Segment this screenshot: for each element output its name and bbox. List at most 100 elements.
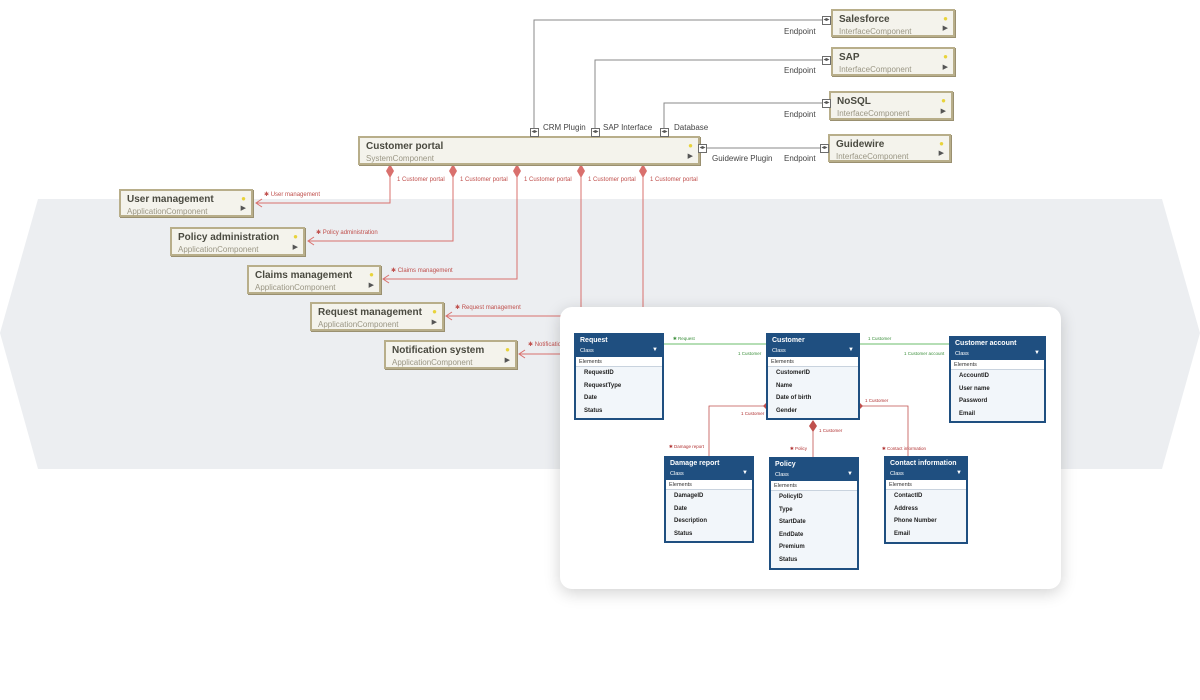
expand-arrow-icon[interactable]: ▶ — [431, 319, 437, 326]
dropdown-icon[interactable]: ▼ — [742, 470, 748, 476]
endpoint-port-icon[interactable]: ◂▸ — [820, 144, 829, 153]
class-request[interactable]: Request Class ▼ Elements RequestID Reque… — [574, 333, 664, 420]
attribute: Gender — [776, 407, 798, 414]
attribute: Date — [584, 395, 598, 401]
interface-nosql[interactable]: NoSQL InterfaceComponent ● ▶ — [829, 91, 953, 120]
attribute: Name — [776, 382, 793, 389]
expand-arrow-icon[interactable]: ▶ — [938, 150, 944, 157]
role-text: Notification — [534, 342, 565, 348]
attribute: Phone Number — [894, 518, 937, 524]
expand-arrow-icon[interactable]: ▶ — [504, 357, 510, 364]
expand-arrow-icon[interactable]: ▶ — [687, 153, 693, 160]
expand-arrow-icon[interactable]: ▶ — [942, 64, 948, 71]
database-port-icon[interactable]: ◂▸ — [660, 128, 669, 137]
component-title: Policy administration — [178, 232, 280, 243]
endpoint-port-icon[interactable]: ◂▸ — [822, 16, 831, 25]
dropdown-icon[interactable]: ▼ — [848, 347, 854, 353]
attribute: Password — [959, 398, 988, 404]
class-name: Request — [580, 337, 608, 344]
role-label: ✱ Notification — [528, 342, 565, 348]
role-text: User management — [270, 192, 321, 198]
app-policy-administration[interactable]: Policy administration ApplicationCompone… — [170, 227, 305, 256]
class-header[interactable]: Policy Class ▼ — [771, 459, 857, 481]
dropdown-icon[interactable]: ▼ — [847, 471, 853, 477]
interface-salesforce[interactable]: Salesforce InterfaceComponent ● ▶ — [831, 9, 955, 37]
app-user-management[interactable]: User management ApplicationComponent ● ▶ — [119, 189, 253, 217]
class-damage-report[interactable]: Damage report Class ▼ Elements DamageID … — [664, 456, 754, 543]
component-type: ApplicationComponent — [392, 358, 473, 367]
interface-sap[interactable]: SAP InterfaceComponent ● ▶ — [831, 47, 955, 76]
class-policy[interactable]: Policy Class ▼ Elements PolicyID Type St… — [769, 457, 859, 570]
role-label: 1 Customer portal — [650, 177, 698, 183]
component-type: SystemComponent — [366, 154, 435, 163]
class-stereotype: Class — [670, 471, 684, 477]
attribute: RequestID — [584, 370, 614, 376]
attribute: Status — [779, 556, 798, 563]
sun-icon: ● — [293, 232, 298, 241]
component-type: InterfaceComponent — [836, 152, 909, 161]
component-type: ApplicationComponent — [318, 320, 399, 329]
dropdown-icon[interactable]: ▼ — [652, 347, 658, 353]
interface-connectors — [533, 19, 823, 149]
endpoint-port-icon[interactable]: ◂▸ — [822, 99, 831, 108]
assoc-label: ✱ Policy — [790, 446, 808, 451]
dropdown-icon[interactable]: ▼ — [956, 470, 962, 476]
attribute: Premium — [779, 544, 805, 550]
expand-arrow-icon[interactable]: ▶ — [942, 25, 948, 32]
attribute: Email — [894, 530, 911, 537]
dropdown-icon[interactable]: ▼ — [1034, 350, 1040, 356]
assoc-label: 1 Customer — [865, 398, 889, 403]
class-stereotype: Class — [890, 471, 904, 477]
role-label: 1 Customer portal — [588, 177, 636, 183]
class-header[interactable]: Contact information Class ▼ — [886, 458, 966, 480]
role-label: ✱ Request management — [455, 305, 521, 311]
guidewire-plugin-port-icon[interactable]: ◂▸ — [698, 144, 707, 153]
component-type: InterfaceComponent — [839, 65, 912, 74]
class-header[interactable]: Damage report Class ▼ — [666, 458, 752, 480]
app-claims-management[interactable]: Claims management ApplicationComponent ●… — [247, 265, 381, 294]
assoc-label: 1 Customer — [741, 411, 765, 416]
expand-arrow-icon[interactable]: ▶ — [368, 282, 374, 289]
class-header[interactable]: Request Class ▼ — [576, 335, 662, 357]
sun-icon: ● — [369, 270, 374, 279]
class-header[interactable]: Customer account Class ▼ — [951, 338, 1044, 360]
endpoint-label: Endpoint — [784, 110, 816, 119]
arrow-heads — [255, 198, 526, 359]
assoc-label: ✱ Contact information — [882, 446, 927, 451]
crm-plugin-port-icon[interactable]: ◂▸ — [530, 128, 539, 137]
app-notification-system[interactable]: Notification system ApplicationComponent… — [384, 340, 517, 369]
attribute: CustomerID — [776, 370, 811, 376]
role-label: ✱ Policy administration — [316, 230, 378, 236]
sap-interface-port-icon[interactable]: ◂▸ — [591, 128, 600, 137]
expand-arrow-icon[interactable]: ▶ — [240, 205, 246, 212]
component-type: InterfaceComponent — [839, 27, 912, 36]
expand-arrow-icon[interactable]: ▶ — [292, 244, 298, 251]
attribute: PolicyID — [779, 494, 803, 500]
class-header[interactable]: Customer Class ▼ — [768, 335, 858, 357]
attribute: User name — [959, 385, 990, 392]
class-name: Customer — [772, 337, 805, 344]
assoc-label: 1 Customer — [868, 336, 892, 341]
attribute: RequestType — [584, 382, 622, 389]
customer-portal-component[interactable]: Customer portal SystemComponent ● ▶ — [358, 136, 700, 165]
component-title: SAP — [839, 52, 860, 63]
expand-arrow-icon[interactable]: ▶ — [940, 108, 946, 115]
elements-label: Elements — [666, 480, 752, 490]
attribute: EndDate — [779, 531, 804, 538]
class-customer-account[interactable]: Customer account Class ▼ Elements Accoun… — [949, 336, 1046, 423]
class-contact-information[interactable]: Contact information Class ▼ Elements Con… — [884, 456, 968, 544]
sun-icon: ● — [688, 141, 693, 150]
class-name: Contact information — [890, 460, 957, 467]
endpoint-port-icon[interactable]: ◂▸ — [822, 56, 831, 65]
component-title: NoSQL — [837, 96, 871, 107]
port-label-crm: CRM Plugin — [543, 123, 586, 132]
component-type: InterfaceComponent — [837, 109, 910, 118]
elements-label: Elements — [771, 481, 857, 491]
role-text: Policy administration — [322, 230, 378, 236]
elements-label: Elements — [576, 357, 662, 367]
attribute: ContactID — [894, 493, 923, 499]
interface-guidewire[interactable]: Guidewire InterfaceComponent ● ▶ — [828, 134, 951, 162]
class-customer[interactable]: Customer Class ▼ Elements CustomerID Nam… — [766, 333, 860, 420]
app-request-management[interactable]: Request management ApplicationComponent … — [310, 302, 444, 331]
assoc-label: ✱ Request — [673, 336, 695, 341]
